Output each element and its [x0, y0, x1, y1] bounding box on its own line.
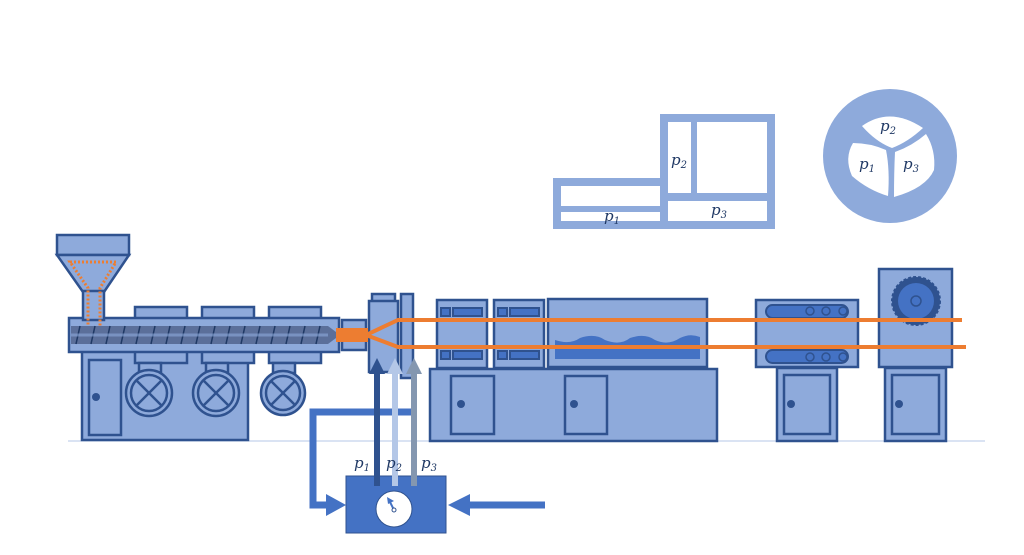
round-label-p3: p3 [903, 155, 919, 175]
feed-label-p1: p1 [354, 454, 370, 474]
feed-label-p3: p3 [421, 454, 437, 474]
profile-label-p2: p2 [671, 151, 687, 171]
melt-flow [336, 318, 966, 349]
fan-icons [124, 361, 307, 418]
gauge-icon [375, 490, 413, 528]
feed-label-p2: p2 [386, 454, 402, 474]
die [340, 292, 415, 380]
cutter [877, 267, 954, 443]
round-label-p2: p2 [880, 117, 896, 137]
puller [754, 298, 860, 443]
profile-cross-section: p1 p2 p3 [553, 114, 775, 229]
arrow-left-icon [448, 494, 470, 516]
hopper [54, 233, 132, 332]
arrow-right-icon [326, 494, 346, 516]
door-knob-icon [92, 393, 100, 401]
profile-label-p1: p1 [604, 207, 620, 227]
round-profile-cross-section: p2 p1 p3 [823, 89, 957, 223]
feedback-loop [309, 408, 417, 509]
screw [71, 325, 340, 345]
profile-label-p3: p3 [711, 201, 727, 221]
pressure-feed: p1 p2 p3 [309, 358, 545, 534]
round-label-p1: p1 [859, 155, 875, 175]
cooling-tank [428, 297, 719, 443]
extruder [54, 233, 341, 442]
